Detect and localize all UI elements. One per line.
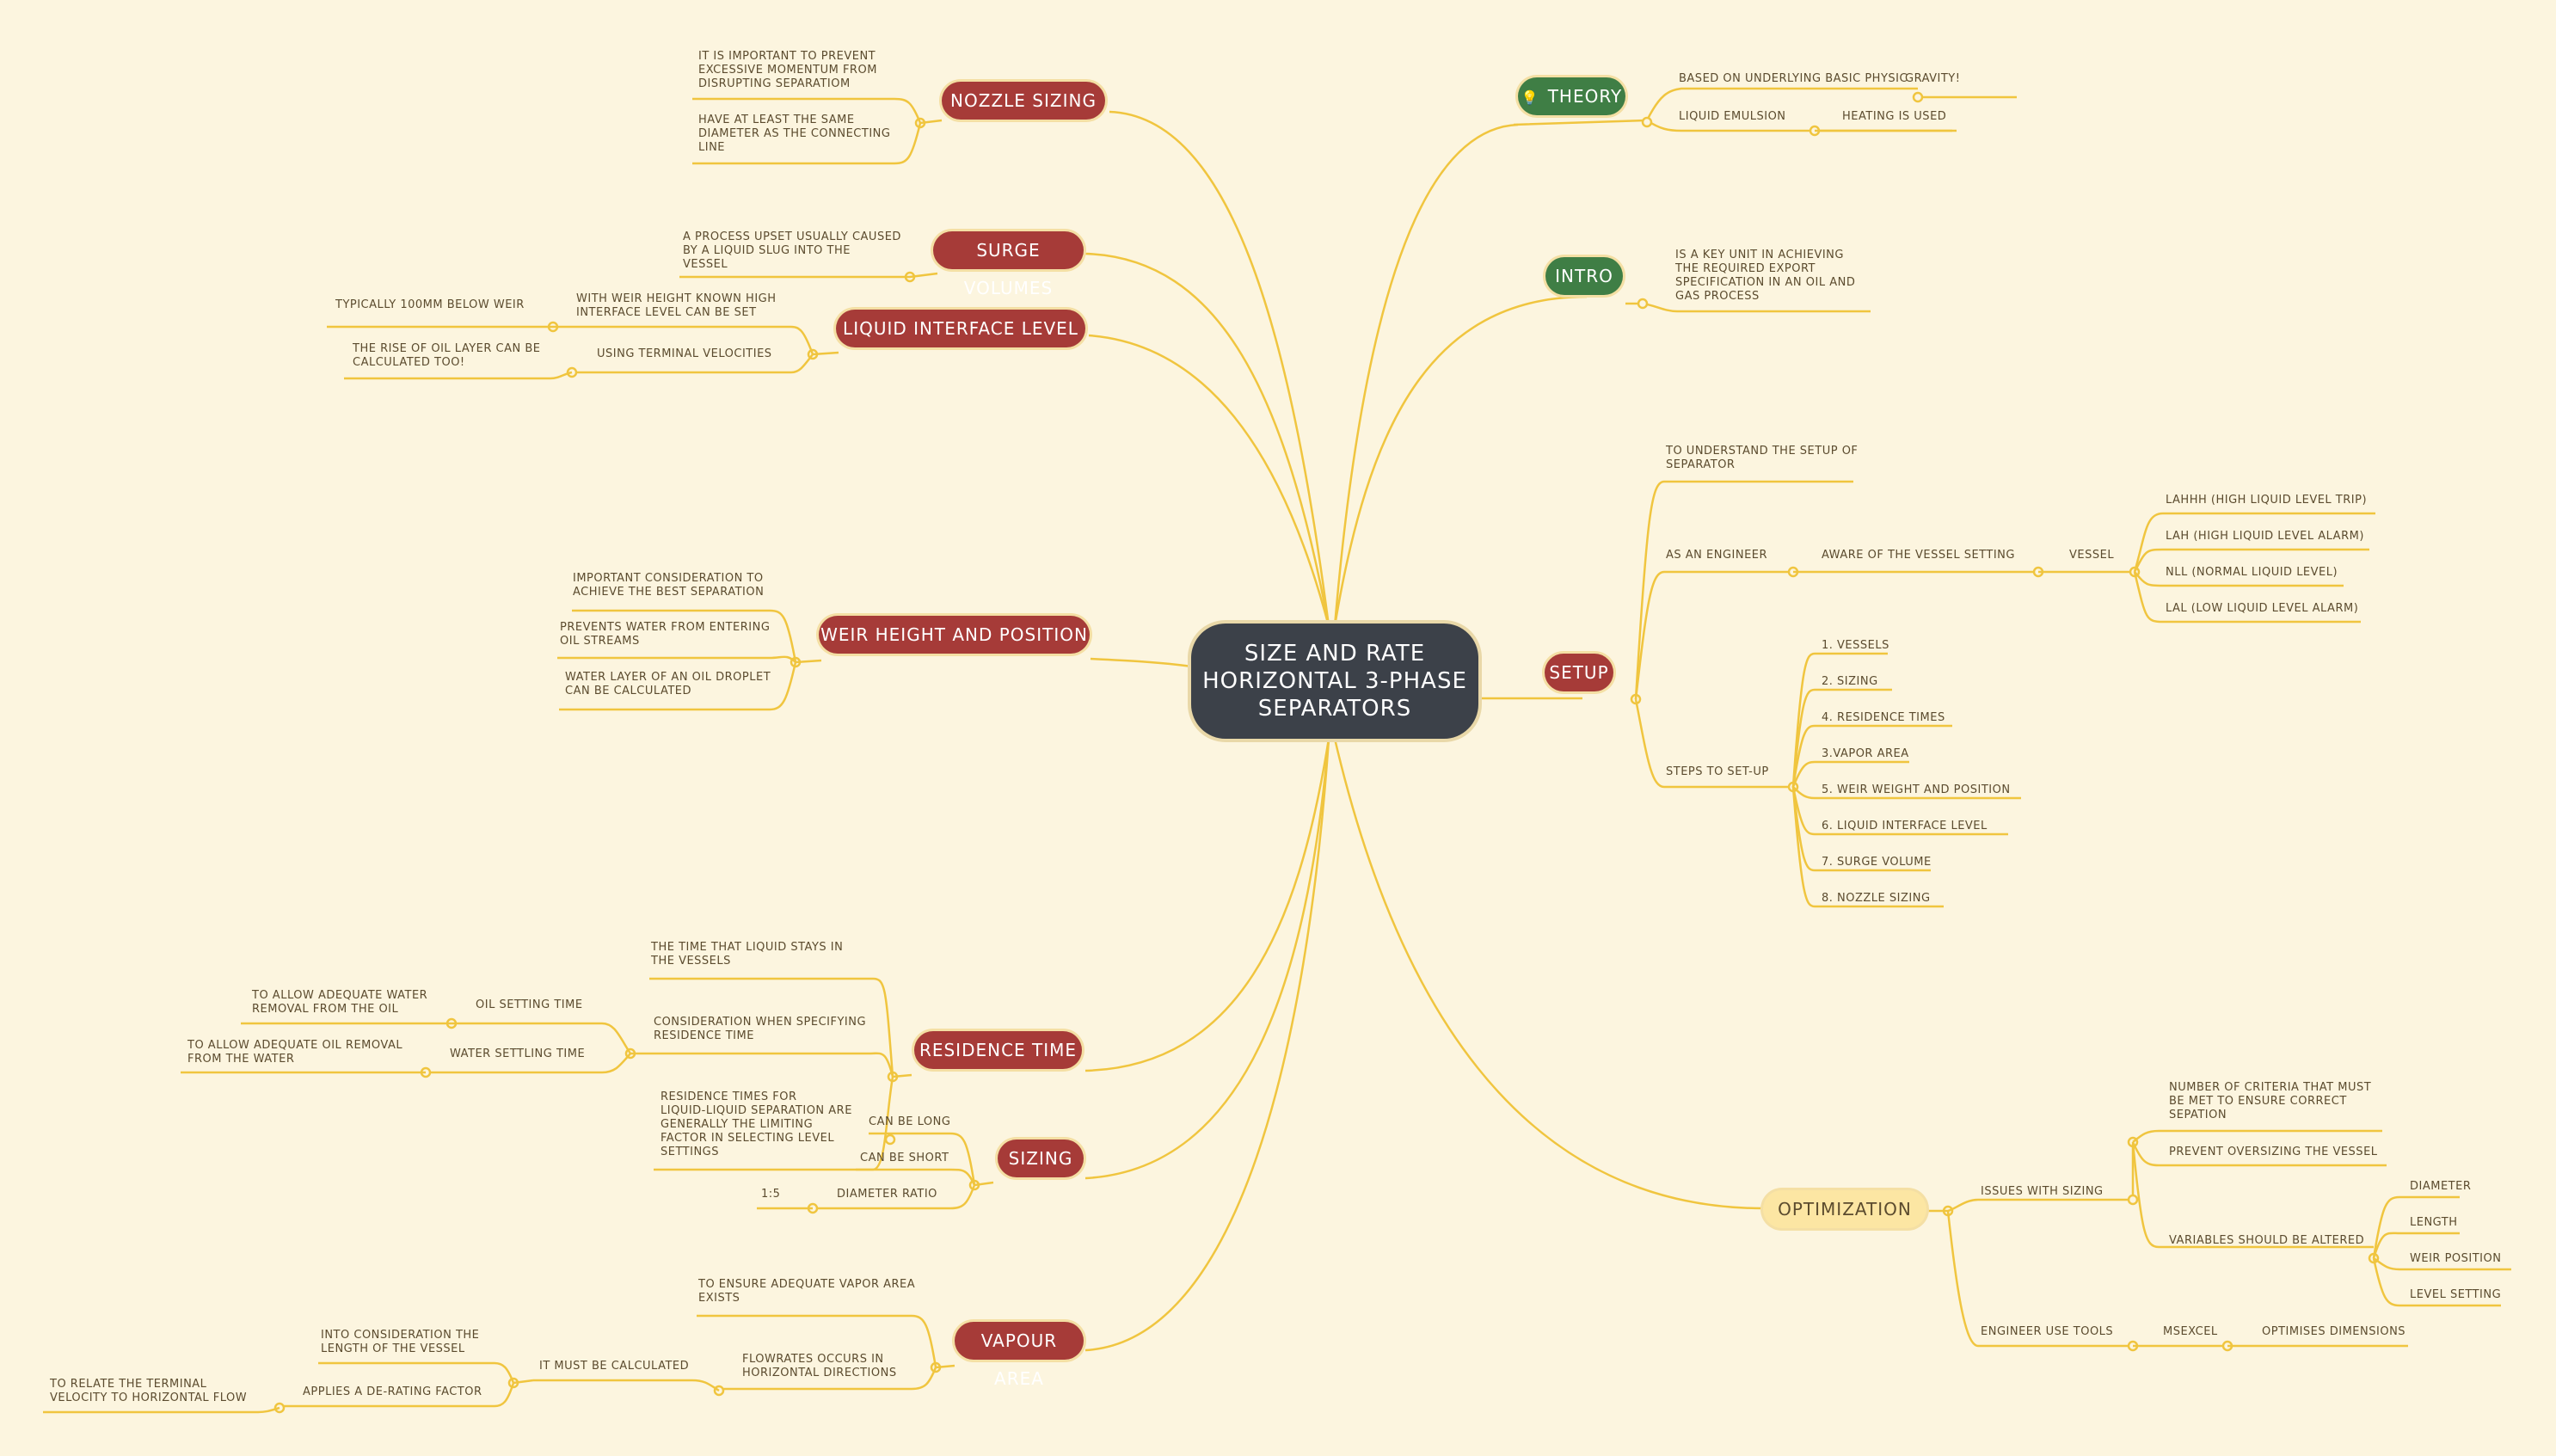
topic-interface-label: Liquid interface level: [843, 318, 1078, 339]
topic-theory[interactable]: 💡 Theory: [1518, 77, 1625, 115]
vapour-relate: To relate the terminal velocity to horiz…: [50, 1378, 248, 1404]
bulb-icon: 💡: [1521, 89, 1539, 106]
setup-understand: To understand the setup of separator: [1666, 445, 1859, 471]
opt-var-4: Level setting: [2410, 1288, 2502, 1301]
topic-intro-label: Intro: [1555, 266, 1613, 286]
topic-weir-label: Weir height and position: [820, 624, 1088, 645]
branch-weir: [1090, 657, 1192, 668]
topic-intro[interactable]: Intro: [1545, 257, 1623, 295]
theory-based: Based on underlying basic physic: [1679, 72, 1908, 85]
topic-nozzle-sizing[interactable]: Nozzle sizing: [942, 82, 1105, 120]
opt-tools: Engineer use tools: [1981, 1325, 2114, 1338]
opt-variables: Variables should be altered: [2169, 1234, 2365, 1247]
setup-vessel: Vessel: [2069, 549, 2115, 562]
topic-residence-label: Residence time: [919, 1040, 1078, 1060]
setup-step-6: 6. Liquid interface level: [1822, 820, 1988, 832]
central-topic-label: Size and Rate Horizontal 3-Phase Separat…: [1202, 641, 1467, 722]
topic-liquid-interface[interactable]: Liquid interface level: [836, 310, 1085, 347]
weir-a: Important consideration to achieve the b…: [573, 572, 765, 599]
branch-sizing: [1084, 738, 1330, 1180]
opt-var-3: Weir position: [2410, 1252, 2502, 1265]
interface-rise: The rise of oil layer can be calculated …: [353, 342, 541, 369]
topic-surge-volumes[interactable]: Surge volumes: [933, 231, 1084, 298]
vapour-calc: It must be calculated: [539, 1360, 690, 1373]
branch-optimization: [1333, 738, 1764, 1210]
topic-theory-label: Theory: [1547, 86, 1623, 107]
topic-surge-label: Surge volumes: [963, 240, 1054, 298]
opt-var-1: Diameter: [2410, 1180, 2472, 1193]
branch-vapour: [1084, 738, 1330, 1352]
topic-optimization[interactable]: Optimization: [1763, 1190, 1926, 1228]
setup-step-5: 5. Weir weight and position: [1822, 783, 2011, 796]
opt-msexcel: MSExcel: [2163, 1325, 2218, 1338]
intro-text: Is a key unit in achieving the required …: [1675, 249, 1856, 303]
topic-optimization-label: Optimization: [1778, 1199, 1912, 1219]
residence-water-note: To allow adequate oil removal from the w…: [187, 1039, 403, 1066]
residence-water-set: Water settling time: [450, 1047, 586, 1060]
topic-sizing-label: Sizing: [1008, 1148, 1073, 1169]
residence-oil-note: To allow adequate water removal from the…: [252, 989, 428, 1016]
surge-a: A process upset usually caused by a liqu…: [683, 230, 901, 271]
topic-nozzle-label: Nozzle sizing: [950, 90, 1097, 111]
opt-prevent: Prevent oversizing the vessel: [2169, 1146, 2378, 1158]
branch-intro: [1333, 295, 1588, 627]
setup-level-2: LAH (High liquid level alarm): [2166, 530, 2364, 543]
residence-b: Consideration when specifying residence …: [654, 1016, 867, 1042]
topic-setup[interactable]: Setup: [1545, 654, 1613, 691]
vapour-derating: Applies a de-rating factor: [303, 1385, 482, 1398]
opt-var-2: Length: [2410, 1216, 2458, 1229]
sizing-long: Can be long: [869, 1115, 951, 1128]
topic-residence-time[interactable]: Residence time: [914, 1031, 1082, 1069]
vapour-a: To ensure adequate vapor area exists: [698, 1278, 916, 1305]
setup-step-4: 3.Vapor area: [1822, 747, 1909, 760]
branch-surge: [1084, 252, 1330, 627]
opt-issues: Issues with sizing: [1981, 1185, 2104, 1198]
opt-criteria: Number of criteria that must be met to e…: [2169, 1081, 2372, 1121]
interface-terminal: Using terminal velocities: [597, 347, 772, 360]
topic-setup-label: Setup: [1549, 662, 1609, 683]
interface-typically: Typically 100mm below weir: [335, 298, 525, 311]
weir-c: Water layer of an oil droplet can be cal…: [565, 671, 771, 697]
weir-b: Prevents water from entering oil streams: [560, 621, 771, 648]
sizing-ratio: Diameter ratio: [837, 1188, 937, 1201]
branch-theory: [1333, 123, 1519, 627]
branch-lines: [43, 87, 2511, 1414]
central-topic[interactable]: Size and Rate Horizontal 3-Phase Separat…: [1191, 624, 1478, 739]
setup-step-8: 8. Nozzle sizing: [1822, 892, 1931, 905]
topic-vapour-area[interactable]: Vapour area: [955, 1322, 1084, 1389]
residence-c: Residence times for liquid-liquid separa…: [661, 1090, 852, 1158]
branch-interface: [1088, 334, 1330, 627]
setup-step-1: 1. Vessels: [1822, 639, 1889, 652]
theory-gravity: Gravity!: [1905, 72, 1961, 85]
vapour-b: Flowrates occurs in horizontal direction…: [742, 1353, 897, 1379]
residence-oil-set: Oil setting time: [476, 998, 583, 1011]
setup-steps-label: Steps to set-up: [1666, 765, 1769, 778]
branch-residence: [1084, 738, 1330, 1072]
setup-level-4: LAL (Low liquid level alarm): [2166, 602, 2359, 615]
theory-heating: Heating is used: [1842, 110, 1947, 123]
nozzle-a: It is important to prevent excessive mom…: [698, 50, 877, 90]
nozzle-b: Have at least the same diameter as the c…: [698, 114, 891, 154]
sizing-ratio-val: 1:5: [761, 1188, 781, 1201]
theory-emulsion: Liquid emulsion: [1679, 110, 1786, 123]
topic-vapour-label: Vapour area: [980, 1330, 1058, 1389]
setup-level-3: NLL (Normal liquid level): [2166, 566, 2338, 579]
setup-aware: Aware of the vessel setting: [1822, 549, 2015, 562]
setup-engineer: As an engineer: [1666, 549, 1768, 562]
sizing-short: Can be short: [860, 1152, 949, 1164]
vapour-consid: Into consideration the length of the ves…: [321, 1329, 480, 1355]
setup-step-3: 4. Residence times: [1822, 711, 1945, 724]
setup-step-2: 2. Sizing: [1822, 675, 1878, 688]
setup-step-7: 7. Surge volume: [1822, 856, 1932, 869]
residence-a: The time that liquid stays in the vessel…: [651, 941, 844, 968]
interface-weir-known: With weir height known high interface le…: [576, 292, 777, 319]
setup-level-1: LAHHH (High liquid level trip): [2166, 494, 2368, 507]
opt-optimises: Optimises dimensions: [2262, 1325, 2406, 1338]
topic-sizing[interactable]: Sizing: [998, 1140, 1084, 1177]
topic-weir-height[interactable]: Weir height and position: [819, 616, 1090, 654]
branch-nozzle: [1109, 110, 1330, 627]
